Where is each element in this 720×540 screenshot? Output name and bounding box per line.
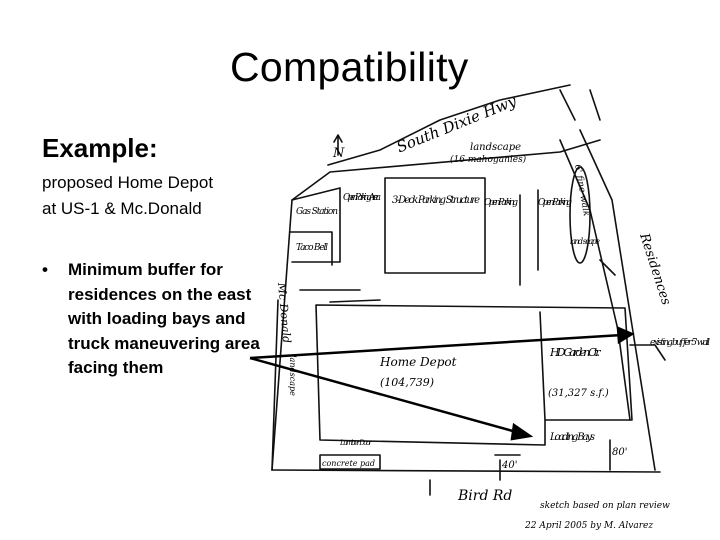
- drive-arrow-5: [599, 259, 616, 276]
- example-heading: Example:: [42, 133, 158, 163]
- landscape-small-label: land scape: [570, 237, 600, 246]
- proposal-line-2: at US-1 & Mc.Donald: [42, 199, 202, 218]
- landscape-top-label: landscape: [470, 142, 521, 153]
- dim-40-label: 40': [501, 460, 517, 471]
- slide-title: Compatibility: [230, 44, 469, 90]
- drive-arrow-2: [329, 299, 381, 303]
- north-arrow: [333, 134, 343, 156]
- bullet-dot-icon: •: [42, 260, 48, 279]
- open-parking-1-label: Open Parking Area: [343, 193, 381, 203]
- credit-line-2: 22 April 2005 by M. Alvarez: [524, 521, 653, 531]
- proposal-line-1: proposed Home Depot: [42, 173, 214, 192]
- landscape-island: [569, 166, 591, 264]
- existing-buffer-label: existing buffer 5' wall: [650, 338, 710, 348]
- concrete-pad: [319, 454, 381, 470]
- garden-area-label: (31,327 s.f.): [548, 388, 609, 399]
- callout-arrow-garden: [249, 333, 623, 360]
- taco-bell-lot: [289, 231, 333, 266]
- drive-arrow-4: [589, 89, 601, 121]
- taco-bell-label: Taco Bell: [296, 243, 328, 253]
- garden-center-label: HD Garden Ctr.: [549, 346, 601, 359]
- road-label-bird-rd: Bird Rd: [457, 488, 512, 504]
- home-depot-label: Home Depot: [379, 355, 457, 369]
- gas-station-lot: [291, 187, 341, 263]
- concrete-pad-label: concrete pad: [322, 459, 375, 468]
- bullet-text: Minimum buffer for residences on the eas…: [68, 260, 260, 377]
- road-label-mcdonald: Mc Donald: [275, 281, 293, 343]
- north-marker-label: N: [332, 146, 345, 161]
- landscape-top-note: (16 mahoganies): [450, 154, 527, 165]
- east-boundary-line: [579, 129, 656, 471]
- lumber-door-label: Lumber Door: [339, 439, 373, 447]
- east-inner-line: [559, 139, 631, 421]
- open-parking-3-label: Open Parking: [538, 198, 572, 208]
- callout-arrow-loading: [249, 356, 521, 435]
- loading-bays-label: Loading Bays: [549, 432, 595, 443]
- home-depot-area-label: (104,739): [380, 376, 434, 389]
- gas-station-label: Gas Station: [296, 207, 338, 217]
- parking-structure-outline: [384, 177, 486, 274]
- home-depot-outline: [315, 304, 633, 446]
- highway-edge-outer: [327, 84, 571, 166]
- open-parking-2-label: Open Parking: [484, 198, 518, 208]
- landscape-west-label: landscape: [288, 355, 297, 396]
- callout-arrowhead-garden-icon: [616, 326, 635, 345]
- callout-arrowhead-loading-icon: [510, 422, 534, 441]
- buffer-pointer: [629, 344, 666, 361]
- parking-structure-label: 3-Deck Parking Structure: [392, 195, 480, 206]
- proposal-text: proposed Home Depot at US-1 & Mc.Donald: [42, 170, 267, 222]
- south-road-edge: [271, 469, 661, 473]
- residences-label: Residences: [636, 231, 674, 308]
- dim-80-label: 80': [612, 447, 627, 458]
- west-road-edge: [271, 299, 279, 471]
- garden-center-divider: [539, 311, 546, 421]
- highway-edge-inner: [271, 139, 601, 471]
- drive-arrow-3: [559, 89, 576, 121]
- credit-line-1: sketch based on plan review: [540, 501, 670, 511]
